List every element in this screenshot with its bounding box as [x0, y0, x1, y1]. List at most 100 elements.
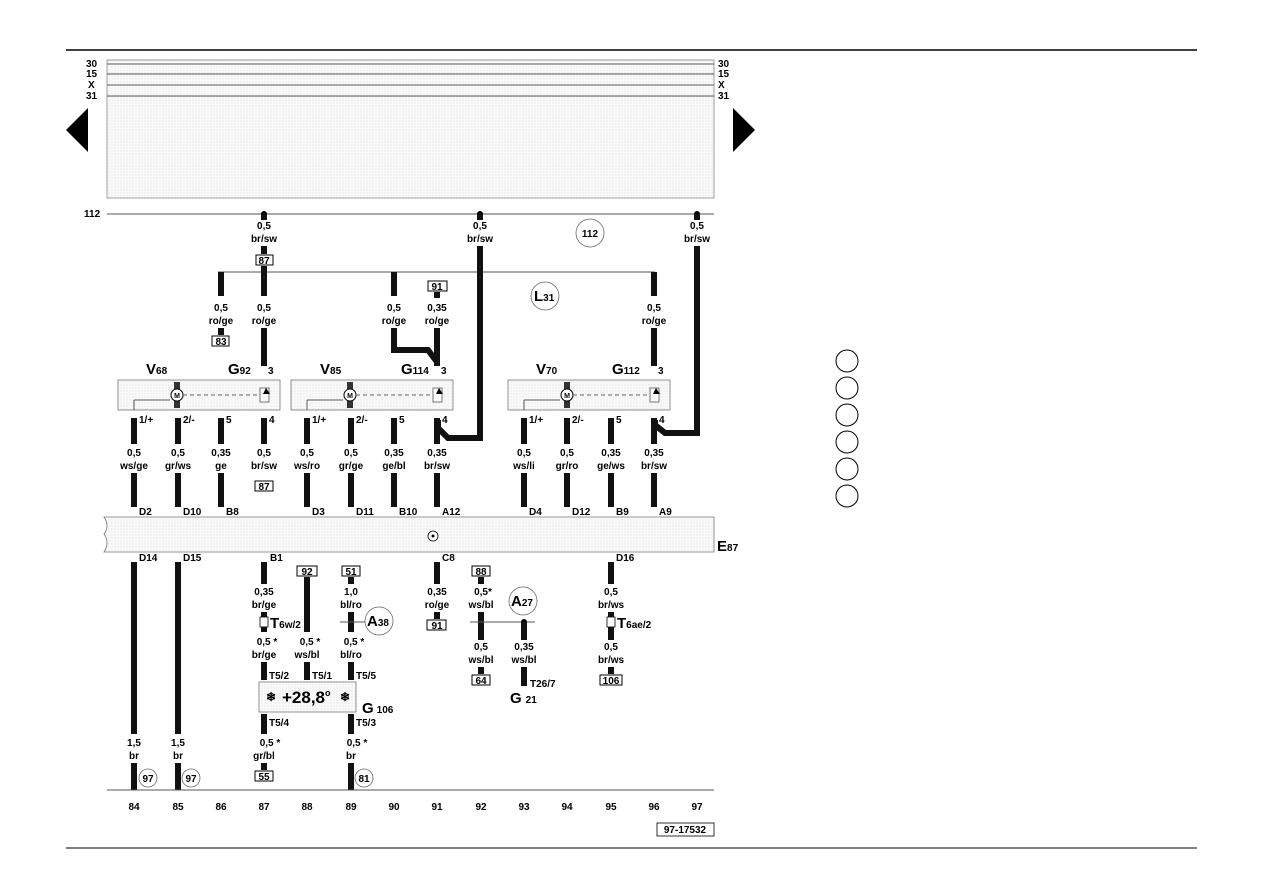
rail-label-x-left: X — [88, 80, 95, 91]
wire-column-90: 5 0,35 ge/bl B10 — [382, 415, 417, 518]
control-unit-e87 — [103, 516, 715, 553]
wire-label-color: br/sw — [684, 234, 710, 245]
wire-column-84: 1/+ 0,5 ws/ge D2 — [119, 415, 153, 518]
wire-label-size: 0,5 — [647, 303, 661, 314]
wire-label-color: ws/bl — [467, 655, 493, 666]
motor-unit-v70-g112: M — [507, 379, 671, 411]
motor-unit-v68-g92: M — [117, 379, 281, 411]
wire-column-96: 4 0,35 br/sw A9 — [641, 415, 672, 518]
boxed-ref-55: 55 — [258, 772, 270, 783]
component-e87: E87 — [717, 538, 739, 555]
wire-label-size: 0,35 — [601, 448, 621, 459]
wire-label-size: 0,5 — [257, 303, 271, 314]
pin-label: D2 — [139, 507, 152, 518]
circle-ref-a27: A27 — [511, 593, 533, 610]
wire-column-95: 5 0,35 ge/ws B9 — [597, 415, 629, 518]
pin-label: B1 — [270, 553, 283, 564]
wire-label-color: ro/ge — [425, 316, 450, 327]
wire-label-size: 0,5 * — [344, 637, 365, 648]
wire-label-size: 0,5 — [214, 303, 228, 314]
wire-label-size: 1,0 — [344, 587, 358, 598]
pin-label: 1/+ — [139, 415, 153, 426]
connector-t6w: T6w/2 — [270, 615, 301, 632]
connector-t6ae: T6ae/2 — [617, 615, 652, 632]
pin-label: 4 — [269, 415, 275, 426]
circle-ref-112: 112 — [582, 229, 599, 240]
pin-label: T26/7 — [530, 679, 556, 690]
pin-label: 4 — [442, 415, 448, 426]
fuse-relay-area — [106, 59, 715, 199]
wire-label-size: 0,35 — [644, 448, 664, 459]
wire-label-size: 0,5 — [604, 642, 618, 653]
wire-label-size: 0,5* — [474, 587, 492, 598]
component-g92: G92 — [228, 361, 251, 378]
wire-label-color: ro/ge — [382, 316, 407, 327]
snowflake-icon: ❄ — [266, 690, 276, 704]
diagram-id-box — [656, 822, 715, 837]
pin-label: 2/- — [356, 415, 368, 426]
wire-label-color: ws/bl — [467, 600, 493, 611]
component-v70: V70 — [536, 361, 558, 378]
rail-label-15-right: 15 — [718, 69, 730, 80]
wire-label-size: 0,35 — [514, 642, 534, 653]
rail-label-31-right: 31 — [718, 91, 730, 102]
component-v68: V68 — [146, 361, 168, 378]
wire-column-94: 2/- 0,5 gr/ro D12 — [556, 415, 591, 518]
wire-label-size: 0,5 * — [257, 637, 278, 648]
pin-label: 5 — [616, 415, 622, 426]
pin-label: B9 — [616, 507, 629, 518]
wire-column-89: 2/- 0,5 gr/ge D11 — [339, 415, 374, 518]
pin-label: A9 — [659, 507, 672, 518]
boxed-ref-91: 91 — [431, 282, 443, 293]
wire-label-color: ws/bl — [510, 655, 536, 666]
wire-label-color: br/sw — [641, 461, 667, 472]
motor-icon: M — [347, 393, 353, 400]
pin-label: 5 — [399, 415, 405, 426]
legend-circle — [835, 484, 859, 508]
pin-label: T5/2 — [269, 671, 289, 682]
pin-label: 5 — [226, 415, 232, 426]
circle-ref-l31: L31 — [534, 288, 555, 305]
pin-label: B10 — [399, 507, 418, 518]
pin-label: T5/5 — [356, 671, 376, 682]
wire-label-color: gr/ge — [339, 461, 364, 472]
boxed-ref-83: 83 — [215, 337, 227, 348]
wire-label-size: 0,5 — [127, 448, 141, 459]
pin-label: D15 — [183, 553, 202, 564]
legend-circle — [835, 430, 859, 454]
wire-label-color: bl/ro — [340, 650, 362, 661]
boxed-ref-106: 106 — [603, 676, 620, 687]
pin-label: T5/1 — [312, 671, 332, 682]
pin-3: 3 — [658, 366, 664, 377]
circle-ref-81: 81 — [358, 774, 370, 785]
boxed-ref-91: 91 — [431, 621, 443, 632]
wire-label-size: 0,5 — [344, 448, 358, 459]
wire-label-size: 0,5 — [171, 448, 185, 459]
track-number: 93 — [518, 802, 530, 813]
wire-column-93: 1/+ 0,5 ws/li D4 — [512, 415, 543, 518]
wire-label-color: ws/ge — [119, 461, 148, 472]
wire-label-size: 1,5 — [127, 738, 141, 749]
wire-column-85: 2/- 0,5 gr/ws D10 — [165, 415, 202, 518]
wire-label-color: gr/bl — [253, 751, 275, 762]
wire-label-size: 0,5 * — [300, 637, 321, 648]
wire-label-color: ge/bl — [382, 461, 406, 472]
wire-column-86: 5 0,35 ge B8 — [211, 415, 239, 518]
circle-ref-97: 97 — [142, 774, 154, 785]
component-v85: V85 — [320, 361, 342, 378]
track-number: 92 — [475, 802, 487, 813]
rail-label-31-left: 31 — [86, 91, 98, 102]
pin-label: D14 — [139, 553, 158, 564]
wire-label-color: br/ws — [598, 655, 625, 666]
track-number: 96 — [648, 802, 660, 813]
previous-page-arrow-icon[interactable] — [66, 108, 88, 152]
wire-label-size: 0,35 — [427, 587, 447, 598]
circle-ref-a38: A38 — [367, 613, 389, 630]
next-page-arrow-icon[interactable] — [733, 108, 755, 152]
wire-label-size: 0,5 — [387, 303, 401, 314]
track-number: 94 — [561, 802, 573, 813]
pin-label: D11 — [356, 507, 374, 518]
wire-label-size: 0,5 * — [347, 738, 368, 749]
line-112-label: 112 — [84, 209, 101, 220]
